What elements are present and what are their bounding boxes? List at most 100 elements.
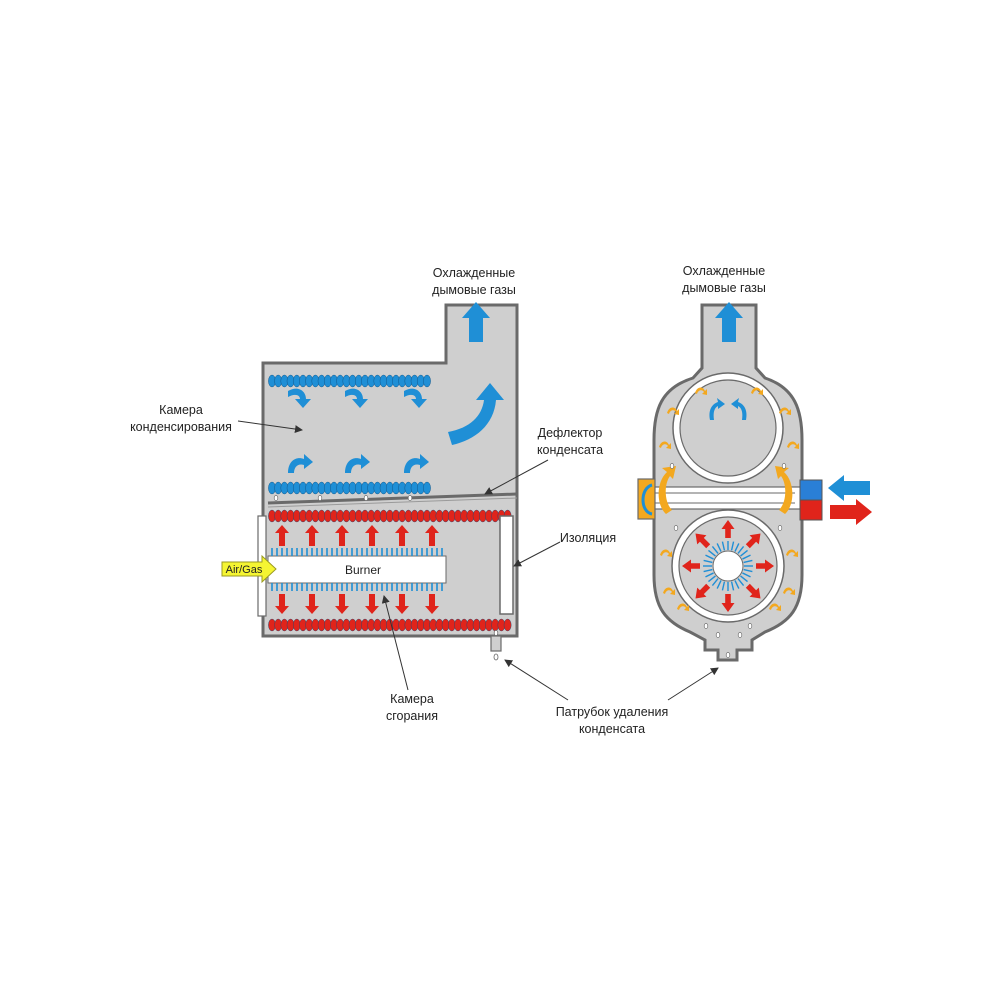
rim-swirl-icon <box>659 441 671 449</box>
deflector-line2: конденсата <box>537 443 603 457</box>
droplet <box>273 495 279 501</box>
side-section-view: Burner Air/Gas <box>221 302 519 661</box>
rim-swirl-icon <box>787 441 799 449</box>
front-burner-core <box>682 520 774 612</box>
supply-port <box>799 499 823 521</box>
heat-arrow-icon <box>756 559 774 573</box>
swirl-icon <box>345 454 370 473</box>
flame-tick <box>740 549 748 557</box>
swirl-icon <box>288 388 311 408</box>
heat-arrow-down-icon <box>305 594 319 614</box>
droplet <box>703 623 709 629</box>
flame-tick <box>716 580 722 589</box>
heat-arrow-down-icon <box>335 594 349 614</box>
flame-tick <box>708 549 716 557</box>
flame-tick <box>716 543 722 552</box>
heat-arrow-icon <box>721 520 735 538</box>
burner-label: Burner <box>345 563 381 577</box>
combustion-chamber-line2: сгорания <box>386 709 438 723</box>
flame-tick <box>721 541 726 551</box>
combustion-coil-bottom <box>268 618 512 632</box>
droplet <box>673 525 679 531</box>
burner-core <box>712 550 744 582</box>
condensing-coil-top <box>268 374 431 388</box>
combustion-coil-top <box>268 509 512 523</box>
flame-tick <box>703 568 713 573</box>
coil-turn <box>423 374 431 388</box>
air-gas-label: Air/Gas <box>226 564 263 576</box>
deflector-line1: Дефлектор <box>538 426 603 440</box>
swirl-icon <box>288 454 313 473</box>
heat-arrow-icon <box>682 559 700 573</box>
rim-swirl-icon <box>660 549 672 557</box>
heat-arrow-up-icon <box>395 525 409 546</box>
heat-arrow-icon <box>745 533 761 549</box>
droplet <box>725 652 731 658</box>
heat-arrow-up-icon <box>425 525 439 546</box>
heat-arrow-up-icon <box>335 525 349 546</box>
flame-tick <box>737 578 745 586</box>
front-section-view <box>637 302 872 662</box>
flame-tick <box>708 575 716 583</box>
drain-line1: Патрубок удаления <box>556 705 669 719</box>
combustion-chamber-line1: Камера <box>390 692 434 706</box>
droplet <box>747 623 753 629</box>
flame-tick <box>730 541 735 551</box>
heat-arrow-down-icon <box>395 594 409 614</box>
flue-arrow-icon <box>462 302 490 342</box>
rim-swirls <box>659 387 799 658</box>
outlet-right-line2: дымовые газы <box>682 281 766 295</box>
condensing-chamber-line2: конденсирования <box>130 420 232 434</box>
flame-tick <box>742 554 751 560</box>
droplet <box>317 495 323 501</box>
upper-swirl-icon <box>709 398 725 420</box>
rim-swirl-icon <box>695 387 707 395</box>
heat-arrow-up-icon <box>365 525 379 546</box>
rim-swirl-icon <box>769 603 781 611</box>
warm-flow-arrow-icon-2 <box>775 466 793 514</box>
flame-tick <box>734 580 740 589</box>
heat-arrow-icon <box>745 583 761 599</box>
drain-leader-left <box>504 659 569 701</box>
combustion-chamber-leader <box>381 595 409 691</box>
flame-tick <box>705 554 714 560</box>
insulation-leader <box>513 541 561 567</box>
warm-flow-arrow-icon <box>658 466 676 514</box>
rim-swirl-icon <box>751 387 763 395</box>
big-curved-arrow-icon <box>448 383 504 445</box>
flame-tick <box>737 546 745 554</box>
condensate-deflector <box>267 492 518 505</box>
heat-arrow-icon <box>695 533 711 549</box>
drain-leader-right <box>667 667 719 701</box>
flame-tick <box>743 568 753 573</box>
outlet-left-line1: Охлажденные <box>433 266 515 280</box>
hot-outlet-arrow-icon <box>830 499 872 525</box>
flame-tick <box>742 572 751 578</box>
condensate-drain-pipe <box>490 635 502 652</box>
air-gas-arrow-icon <box>221 554 277 584</box>
heat-arrow-icon <box>721 594 735 612</box>
flame-tick <box>734 543 740 552</box>
coil-turn <box>423 481 431 495</box>
side-port-swirl-icon <box>641 483 653 516</box>
condensing-chamber-line1: Камера <box>159 403 203 417</box>
condensing-coil-bottom <box>268 481 431 495</box>
rim-swirl-icon <box>779 407 791 415</box>
labels: Охлажденные дымовые газы Охлажденные дым… <box>130 264 766 736</box>
outlet-left-line2: дымовые газы <box>432 283 516 297</box>
flame-tick <box>740 575 748 583</box>
burner-flames <box>271 548 443 591</box>
coil-turn <box>503 618 512 632</box>
droplet <box>363 495 369 501</box>
insulation-label: Изоляция <box>560 531 616 545</box>
front-flue-arrow-icon <box>715 302 743 342</box>
droplet <box>777 525 783 531</box>
heat-arrow-up-icon <box>305 525 319 546</box>
upper-swirl-icon-2 <box>731 398 747 420</box>
rim-swirl-icon <box>663 587 675 595</box>
side-port-left <box>637 478 656 520</box>
flame-tick <box>730 581 735 591</box>
outlet-right-line1: Охлажденные <box>683 264 765 278</box>
